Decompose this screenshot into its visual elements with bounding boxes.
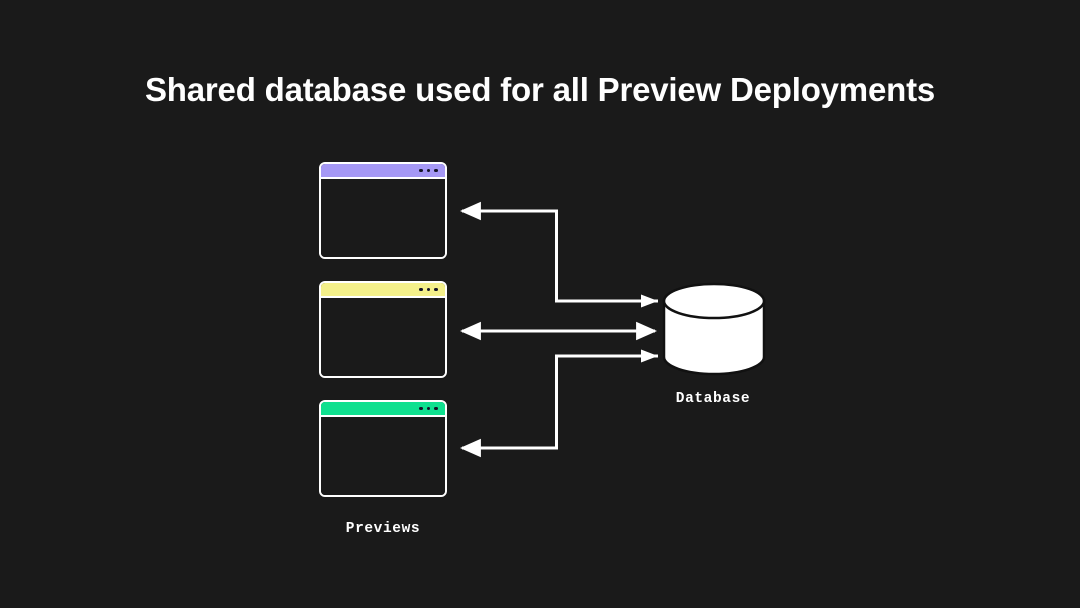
preview-window-3-titlebar [321,402,445,417]
window-dot-1 [419,406,423,411]
window-dot-1 [419,287,423,292]
preview-window-1-titlebar [321,164,445,179]
window-dot-1 [419,168,423,173]
preview-window-2-titlebar [321,283,445,298]
preview-window-3-body [321,417,445,495]
page-title: Shared database used for all Preview Dep… [144,71,936,108]
window-dot-3 [434,406,438,411]
window-control-dots [419,406,438,411]
database-label: Database [675,391,751,407]
connector-top-db-arrowhead [641,294,658,308]
window-dot-3 [434,168,438,173]
window-control-dots [419,168,438,173]
connector-bottom-db-arrowhead [641,349,658,363]
database-icon[interactable] [660,282,768,376]
preview-window-1-body [321,179,445,257]
window-dot-3 [434,287,438,292]
preview-window-1[interactable] [319,162,447,259]
preview-window-2[interactable] [319,281,447,378]
preview-window-3[interactable] [319,400,447,497]
preview-window-2-body [321,298,445,376]
database-top [662,282,766,320]
previews-label: Previews [345,521,421,537]
database-body [662,299,766,376]
connector-top [459,201,658,303]
window-control-dots [419,287,438,292]
window-dot-2 [426,287,431,292]
window-dot-2 [426,406,431,411]
window-dot-2 [426,168,431,173]
